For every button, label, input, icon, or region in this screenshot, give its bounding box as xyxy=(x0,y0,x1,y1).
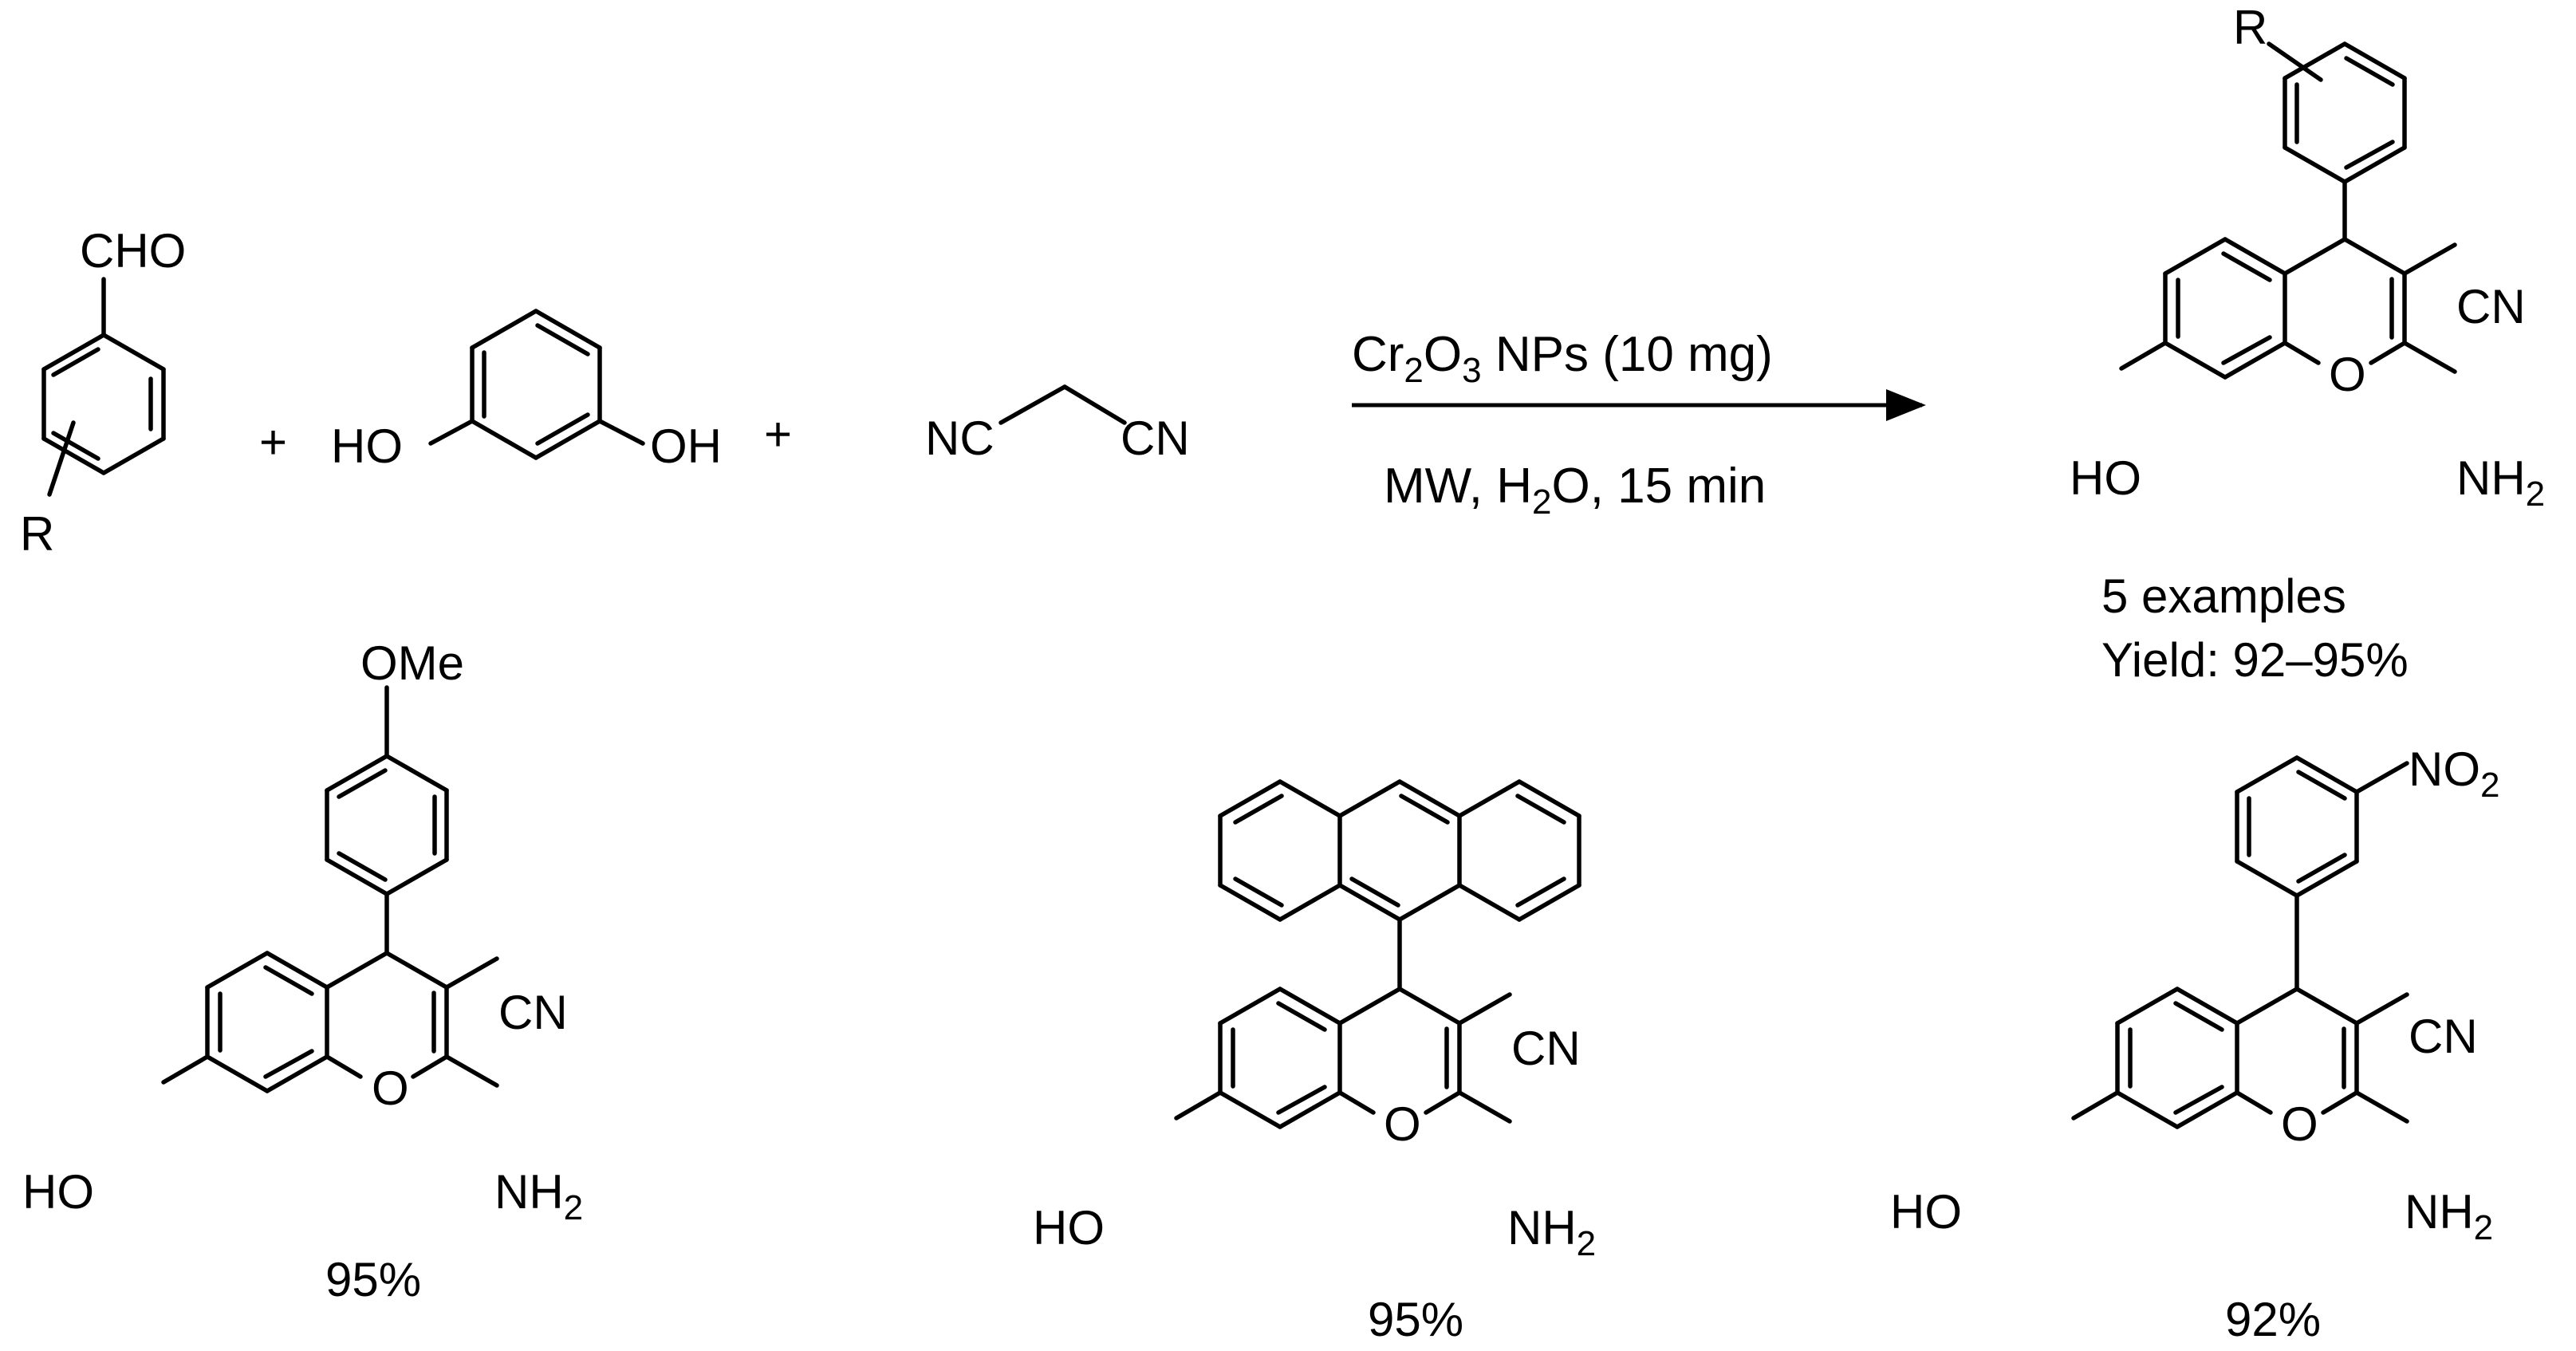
r-group-label: R xyxy=(20,507,54,561)
plus-sign-2: + xyxy=(764,408,792,461)
example-yield: 95% xyxy=(325,1253,421,1306)
cn-label: CN xyxy=(1511,1022,1581,1075)
cn-label: CN xyxy=(1121,412,1190,465)
cho-label: CHO xyxy=(80,224,186,278)
ring-oxygen-label: O xyxy=(2281,1097,2318,1151)
example-anthryl-structure: CN O NH2 HO xyxy=(1033,779,1596,1263)
benzaldehyde-structure: CHO R xyxy=(20,224,186,561)
example-nitrophenyl-structure: NO2 CN O NH2 HO xyxy=(1890,742,2499,1247)
solvent-label: MW, H2O, 15 min xyxy=(1384,459,1766,522)
ho-label: HO xyxy=(1033,1201,1105,1254)
catalyst-label: Cr2O3 NPs (10 mg) xyxy=(1352,327,1773,390)
nh2-label: NH2 xyxy=(1507,1201,1596,1263)
ho-label: HO xyxy=(2070,451,2141,505)
examples-count: 5 examples xyxy=(2101,569,2346,623)
nh2-label: NH2 xyxy=(2456,451,2545,514)
methoxy-label: OMe xyxy=(360,636,464,690)
example-yield: 92% xyxy=(2225,1293,2321,1346)
ho-label: HO xyxy=(1890,1185,1962,1239)
nitro-label: NO2 xyxy=(2409,742,2499,805)
malononitrile-structure: NC CN xyxy=(925,384,1190,465)
cn-label: CN xyxy=(2409,1010,2478,1063)
plus-sign-1: + xyxy=(259,416,287,469)
ring-oxygen-label: O xyxy=(1384,1097,1421,1151)
nc-label: NC xyxy=(925,412,995,465)
example-methoxyphenyl-structure: OMe CN O NH2 HO xyxy=(22,636,583,1227)
ring-oxygen-label: O xyxy=(2329,348,2366,401)
r-group-label: R xyxy=(2233,1,2267,54)
yield-range: Yield: 92–95% xyxy=(2101,633,2409,687)
ho-label: HO xyxy=(22,1165,94,1219)
nh2-label: NH2 xyxy=(2405,1185,2493,1247)
nh2-label: NH2 xyxy=(494,1165,583,1227)
ring-oxygen-label: O xyxy=(372,1062,409,1115)
resorcinol-structure: HO OH xyxy=(331,309,722,473)
cn-label: CN xyxy=(2456,280,2526,333)
example-yield: 95% xyxy=(1368,1293,1463,1346)
cn-label: CN xyxy=(498,986,568,1039)
ho-label: HO xyxy=(331,419,403,473)
oh-label: OH xyxy=(650,419,722,473)
general-product-structure: R CN O NH2 HO xyxy=(2070,1,2545,514)
